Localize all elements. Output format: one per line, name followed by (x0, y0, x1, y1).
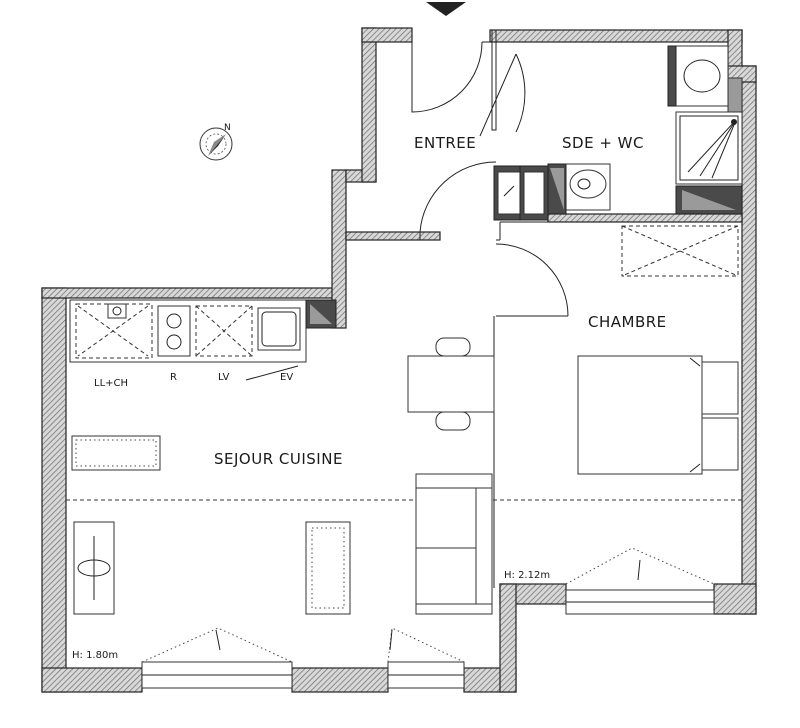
room-label-sejour-cuisine: SEJOUR CUISINE (214, 450, 343, 468)
chambre-furniture (577, 225, 739, 475)
walls (41, 27, 757, 693)
windows (141, 547, 715, 689)
room-label-chambre: CHAMBRE (588, 313, 667, 331)
doors (411, 41, 569, 317)
kitchen-label-lv: LV (218, 372, 229, 383)
height-label-sejour: H: 1.80m (72, 650, 118, 661)
entry-arrow-icon (426, 2, 466, 16)
kitchen-label-r: R (170, 372, 177, 383)
bathroom-fixtures (493, 45, 743, 221)
height-label-chambre: H: 2.12m (504, 570, 550, 581)
room-label-entree: ENTREE (414, 134, 476, 152)
room-label-sde-wc: SDE + WC (562, 134, 644, 152)
kitchen-label-ll-ch: LL+CH (94, 378, 128, 389)
compass-icon: N (199, 123, 233, 161)
kitchen-label-ev: EV (280, 372, 293, 383)
sejour-furniture (66, 337, 742, 615)
compass-north-label: N (224, 123, 231, 133)
kitchen-counter (69, 299, 337, 381)
